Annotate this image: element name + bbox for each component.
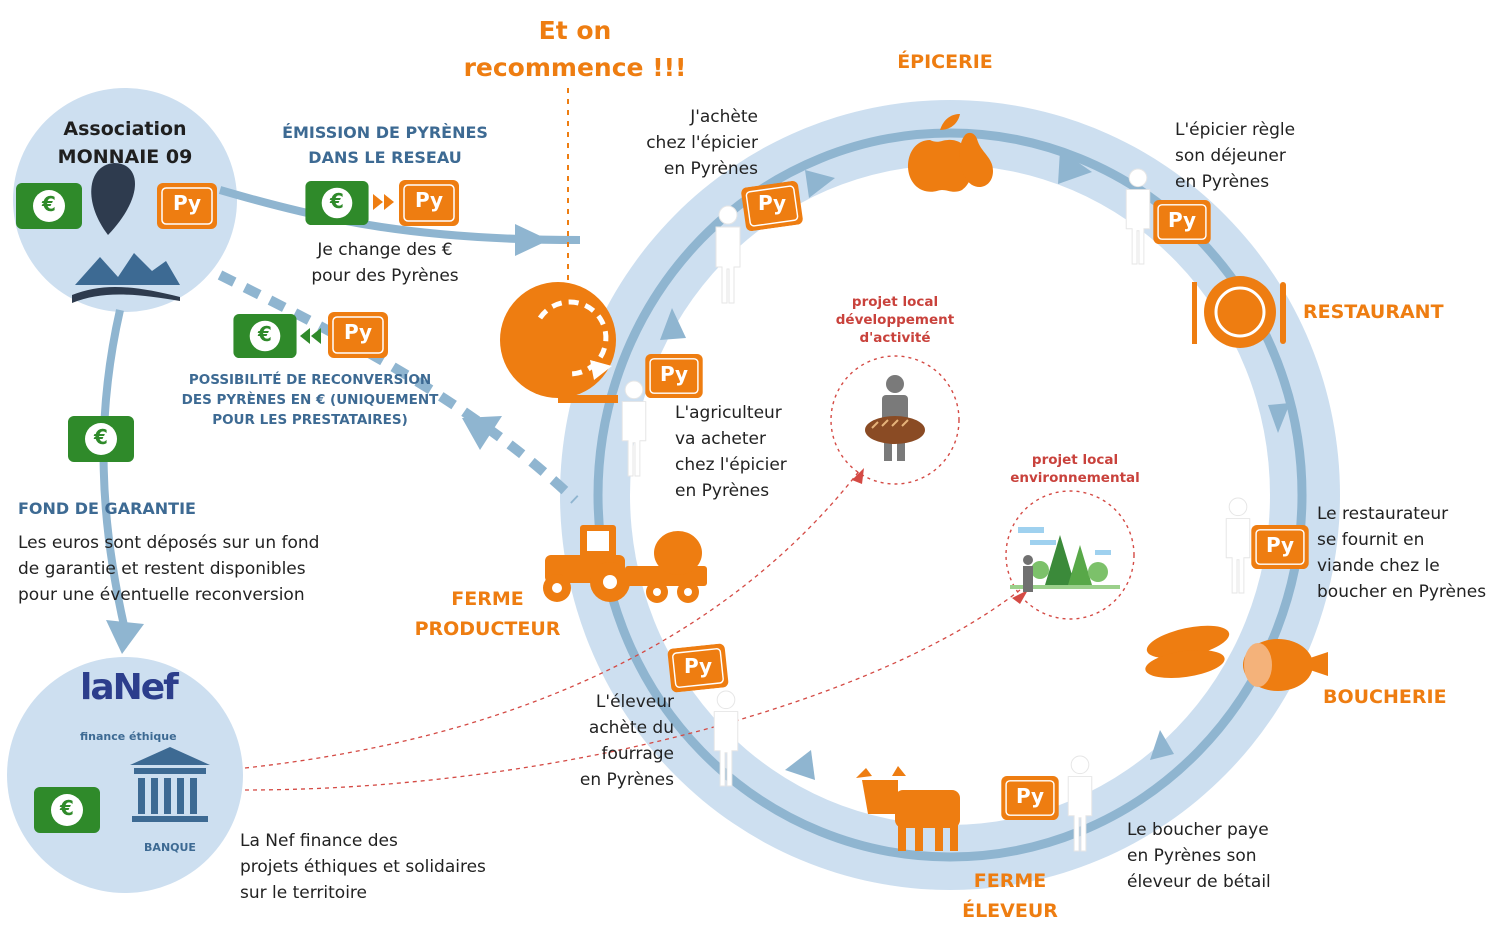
restart-title-line1: Et on [538, 16, 612, 45]
project-activity-circle [830, 355, 960, 485]
py-label-restaurant: Py [1167, 208, 1197, 232]
cycle-ring [560, 100, 1340, 890]
association-py-label: Py [172, 191, 202, 215]
step-restaurateur: Le restaurateur se fournit en viande che… [1317, 504, 1487, 602]
node-epicerie: ÉPICERIE [897, 51, 993, 73]
nef-logo-sub: finance éthique [80, 730, 177, 743]
association-euro-label: € [42, 192, 56, 216]
step-eleveur: L'éleveur achète du fourrage en Pyrènes [579, 692, 674, 790]
financing-lines [244, 469, 1021, 791]
py-label-boucherie: Py [1265, 533, 1295, 557]
emission-arrowhead [515, 224, 549, 256]
baker-icon [865, 375, 925, 461]
emission-euro-label: € [330, 189, 344, 213]
exchange-chevrons [373, 194, 394, 210]
emission-py-label: Py [414, 188, 444, 212]
bank-label: BANQUE [144, 841, 196, 854]
guarantee-flow-line [99, 309, 129, 631]
plate-icon [1192, 276, 1286, 348]
restart-title: Et on recommence !!! [450, 12, 700, 86]
cow-icon [856, 766, 960, 851]
association-name-line1: Association [63, 118, 187, 140]
nef-logo: laNef [80, 667, 179, 708]
node-restaurant: RESTAURANT [1303, 301, 1444, 323]
guarantee-title: FOND DE GARANTIE [18, 499, 196, 518]
py-label-producteur: Py [683, 654, 713, 678]
association-logo [72, 163, 180, 303]
step-achete-epicier: J'achète chez l'épicier en Pyrènes [646, 107, 758, 179]
association-name-line2: MONNAIE 09 [57, 146, 193, 168]
bank-building-icon [130, 747, 210, 822]
financing-arrowhead-1 [852, 468, 864, 484]
node-eleveur: FERME ÉLEVEUR [962, 870, 1058, 922]
reconversion-dashed-line [217, 270, 579, 504]
meat-icon [1145, 625, 1328, 691]
emission-title: ÉMISSION DE PYRÈNES DANS LE RESEAU [282, 123, 488, 167]
tractor-icon [543, 525, 707, 603]
node-boucherie: BOUCHERIE [1323, 686, 1447, 708]
py-label-agriculteur: Py [659, 362, 689, 386]
reconversion-arrowhead [462, 416, 502, 450]
reconversion-euro-label: € [258, 322, 272, 346]
bank-euro-label: € [60, 796, 74, 820]
guarantee-text: Les euros sont déposés sur un fond de ga… [18, 533, 320, 605]
emission-text: Je change des € pour des Pyrènes [311, 240, 459, 286]
py-label-eleveur: Py [1015, 784, 1045, 808]
bank-text: La Nef finance des projets éthiques et s… [240, 831, 486, 903]
restart-title-line2: recommence !!! [463, 53, 687, 82]
step-boucher: Le boucher paye en Pyrènes son éleveur d… [1127, 820, 1271, 892]
guarantee-arrowhead [106, 620, 144, 654]
reconversion-chevrons [300, 328, 321, 344]
step-epicier-regle: L'épicier règle son déjeuner en Pyrènes [1175, 120, 1296, 192]
guarantee-euro-label: € [94, 425, 108, 449]
reconversion-text: POSSIBILITÉ DE RECONVERSION DES PYRÈNES … [181, 372, 439, 428]
step-agriculteur: L'agriculteur va acheter chez l'épicier … [675, 403, 787, 501]
reconversion-py-label: Py [343, 320, 373, 344]
project-environment-circle [1005, 490, 1135, 620]
project-activity-label: projet local développement d'activité [835, 294, 955, 346]
fruit-icon [908, 114, 993, 192]
environment-icon [1010, 527, 1120, 592]
project-environment-label: projet local environnemental [1010, 452, 1140, 486]
ring-arrows [660, 150, 1290, 780]
financing-arrowhead-2 [1012, 590, 1028, 604]
py-label-epicerie: Py [757, 191, 787, 215]
node-producteur: FERME PRODUCTEUR [414, 588, 561, 640]
restart-icon [500, 282, 618, 403]
bank-circle [7, 657, 243, 893]
